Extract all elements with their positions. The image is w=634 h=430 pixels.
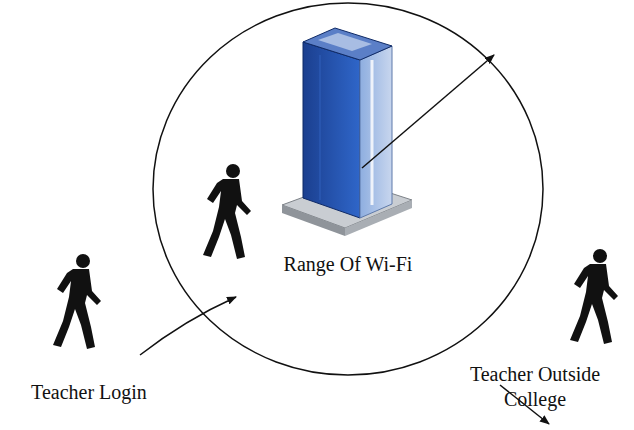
wifi-range-circle: Range Of Wi-Fi bbox=[152, 2, 544, 376]
range-outline bbox=[152, 2, 544, 376]
figure-caption: Teacher Login bbox=[4, 380, 174, 405]
figure-caption: Teacher Outside College bbox=[450, 362, 620, 412]
range-label: Range Of Wi-Fi bbox=[284, 252, 413, 277]
